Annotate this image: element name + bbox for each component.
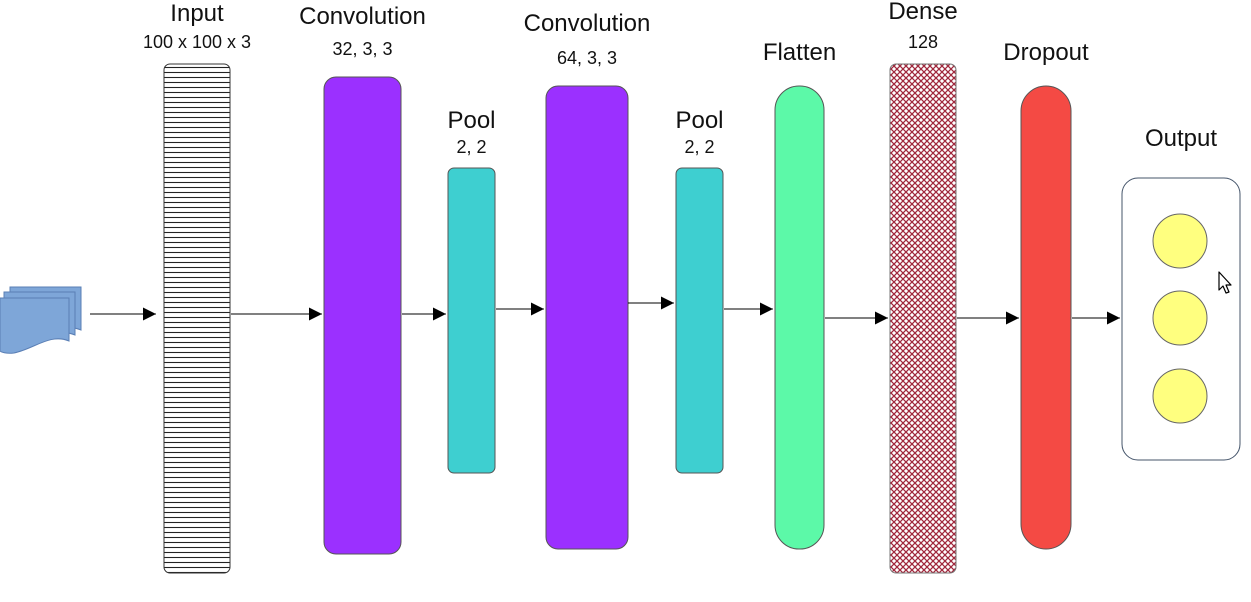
layer-title-pool1: Pool	[447, 107, 496, 134]
layer-params-input: 100 x 100 x 3	[142, 32, 252, 52]
output-node	[1152, 213, 1208, 269]
layer-pool2	[675, 167, 724, 474]
layer-title-conv2: Convolution	[523, 10, 651, 37]
layer-title-output: Output	[1144, 125, 1218, 152]
layer-input	[163, 63, 231, 574]
layer-flatten	[774, 85, 825, 550]
layer-title-dropout: Dropout	[1003, 39, 1089, 66]
layer-params-dense: 128	[907, 32, 939, 52]
layer-title-dense: Dense	[888, 0, 958, 25]
multiple-documents-icon	[0, 286, 82, 354]
layer-conv1	[323, 76, 402, 555]
output-node	[1152, 290, 1208, 346]
mouse-pointer-icon	[1218, 271, 1232, 294]
layer-title-pool2: Pool	[675, 107, 724, 134]
layer-conv2	[545, 85, 629, 550]
layer-dropout	[1020, 85, 1072, 550]
layer-params-conv1: 32, 3, 3	[332, 39, 393, 59]
layer-params-pool2: 2, 2	[684, 137, 715, 157]
layer-title-conv1: Convolution	[299, 3, 426, 30]
layer-params-pool1: 2, 2	[456, 137, 487, 157]
output-node	[1152, 368, 1208, 424]
layer-params-conv2: 64, 3, 3	[556, 48, 618, 68]
layer-pool1	[447, 167, 496, 474]
layer-dense	[889, 63, 957, 574]
layer-title-input: Input	[170, 0, 224, 27]
layer-title-flatten: Flatten	[762, 39, 837, 66]
